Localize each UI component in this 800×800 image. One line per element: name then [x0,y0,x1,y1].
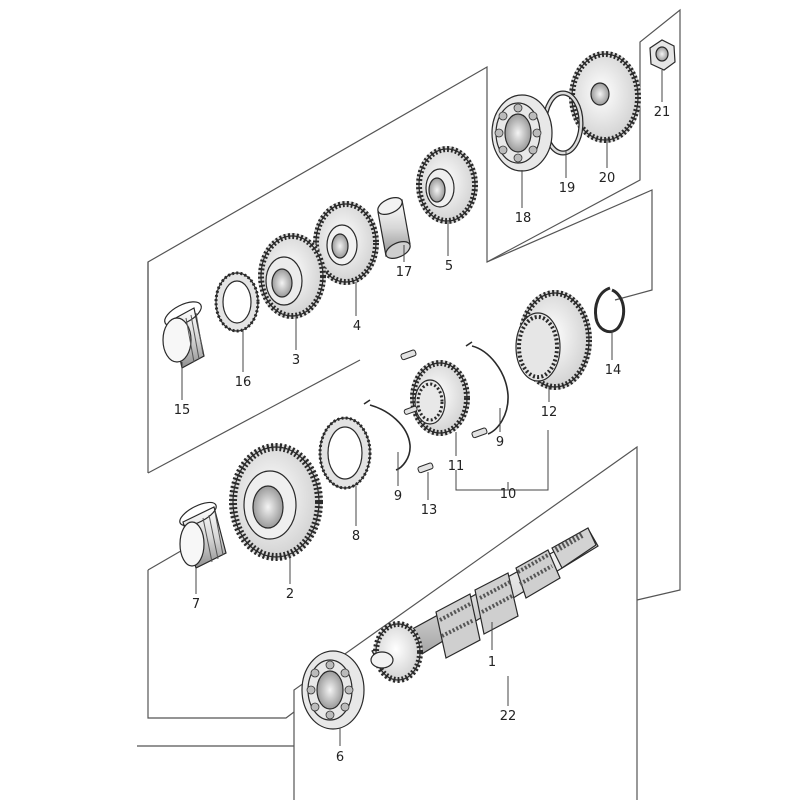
assembly-frame-22 [293,445,638,800]
synchro-ring-8 [318,416,372,490]
label-part-15: 15 [174,403,191,418]
bearing-6 [301,650,365,730]
synchro-sleeve-12 [515,290,592,390]
assembly-frame-top-right [486,8,681,601]
leader-lines [181,70,663,746]
needle-bearing-7 [179,501,227,569]
label-part-19: 19 [559,181,576,196]
label-part-16: 16 [235,375,252,390]
label-part-21: 21 [654,105,671,120]
main-shaft-1 [370,527,599,683]
bearing-18 [491,94,553,172]
spring-9-lower [363,399,411,471]
label-part-6: 6 [336,750,344,765]
assembly-frame-22-lower [137,359,361,747]
label-part-12: 12 [541,405,558,420]
gear-3 [258,233,326,319]
label-part-13: 13 [421,503,438,518]
gear-4 [313,201,379,285]
gear-2 [229,443,323,561]
label-part-9-lower: 9 [394,489,402,504]
synchro-ring-16 [214,271,260,333]
label-part-22: 22 [500,709,517,724]
label-part-9-upper: 9 [496,435,504,450]
label-part-3: 3 [292,353,300,368]
label-part-14: 14 [605,363,622,378]
label-part-8: 8 [352,529,360,544]
synchro-hub-11 [410,360,470,436]
needle-bearing-15 [162,301,205,369]
gear-5 [416,146,478,224]
label-part-7: 7 [192,597,200,612]
synchro-keys-13 [400,349,488,474]
label-part-10: 10 [500,487,517,502]
label-part-1: 1 [488,655,496,670]
gear-20 [569,51,641,143]
label-part-2: 2 [286,587,294,602]
label-part-5: 5 [445,259,453,274]
snap-ring-14 [594,286,626,334]
nut-21 [649,39,676,71]
label-part-17: 17 [396,265,413,280]
label-part-11: 11 [448,459,465,474]
label-part-20: 20 [599,171,616,186]
label-part-4: 4 [353,319,361,334]
part-labels: 1 2 3 4 5 6 7 8 9 9 10 11 12 13 14 15 16… [174,105,671,765]
spacer-17 [377,197,411,259]
spring-9-upper [465,341,509,435]
label-part-18: 18 [515,211,532,226]
